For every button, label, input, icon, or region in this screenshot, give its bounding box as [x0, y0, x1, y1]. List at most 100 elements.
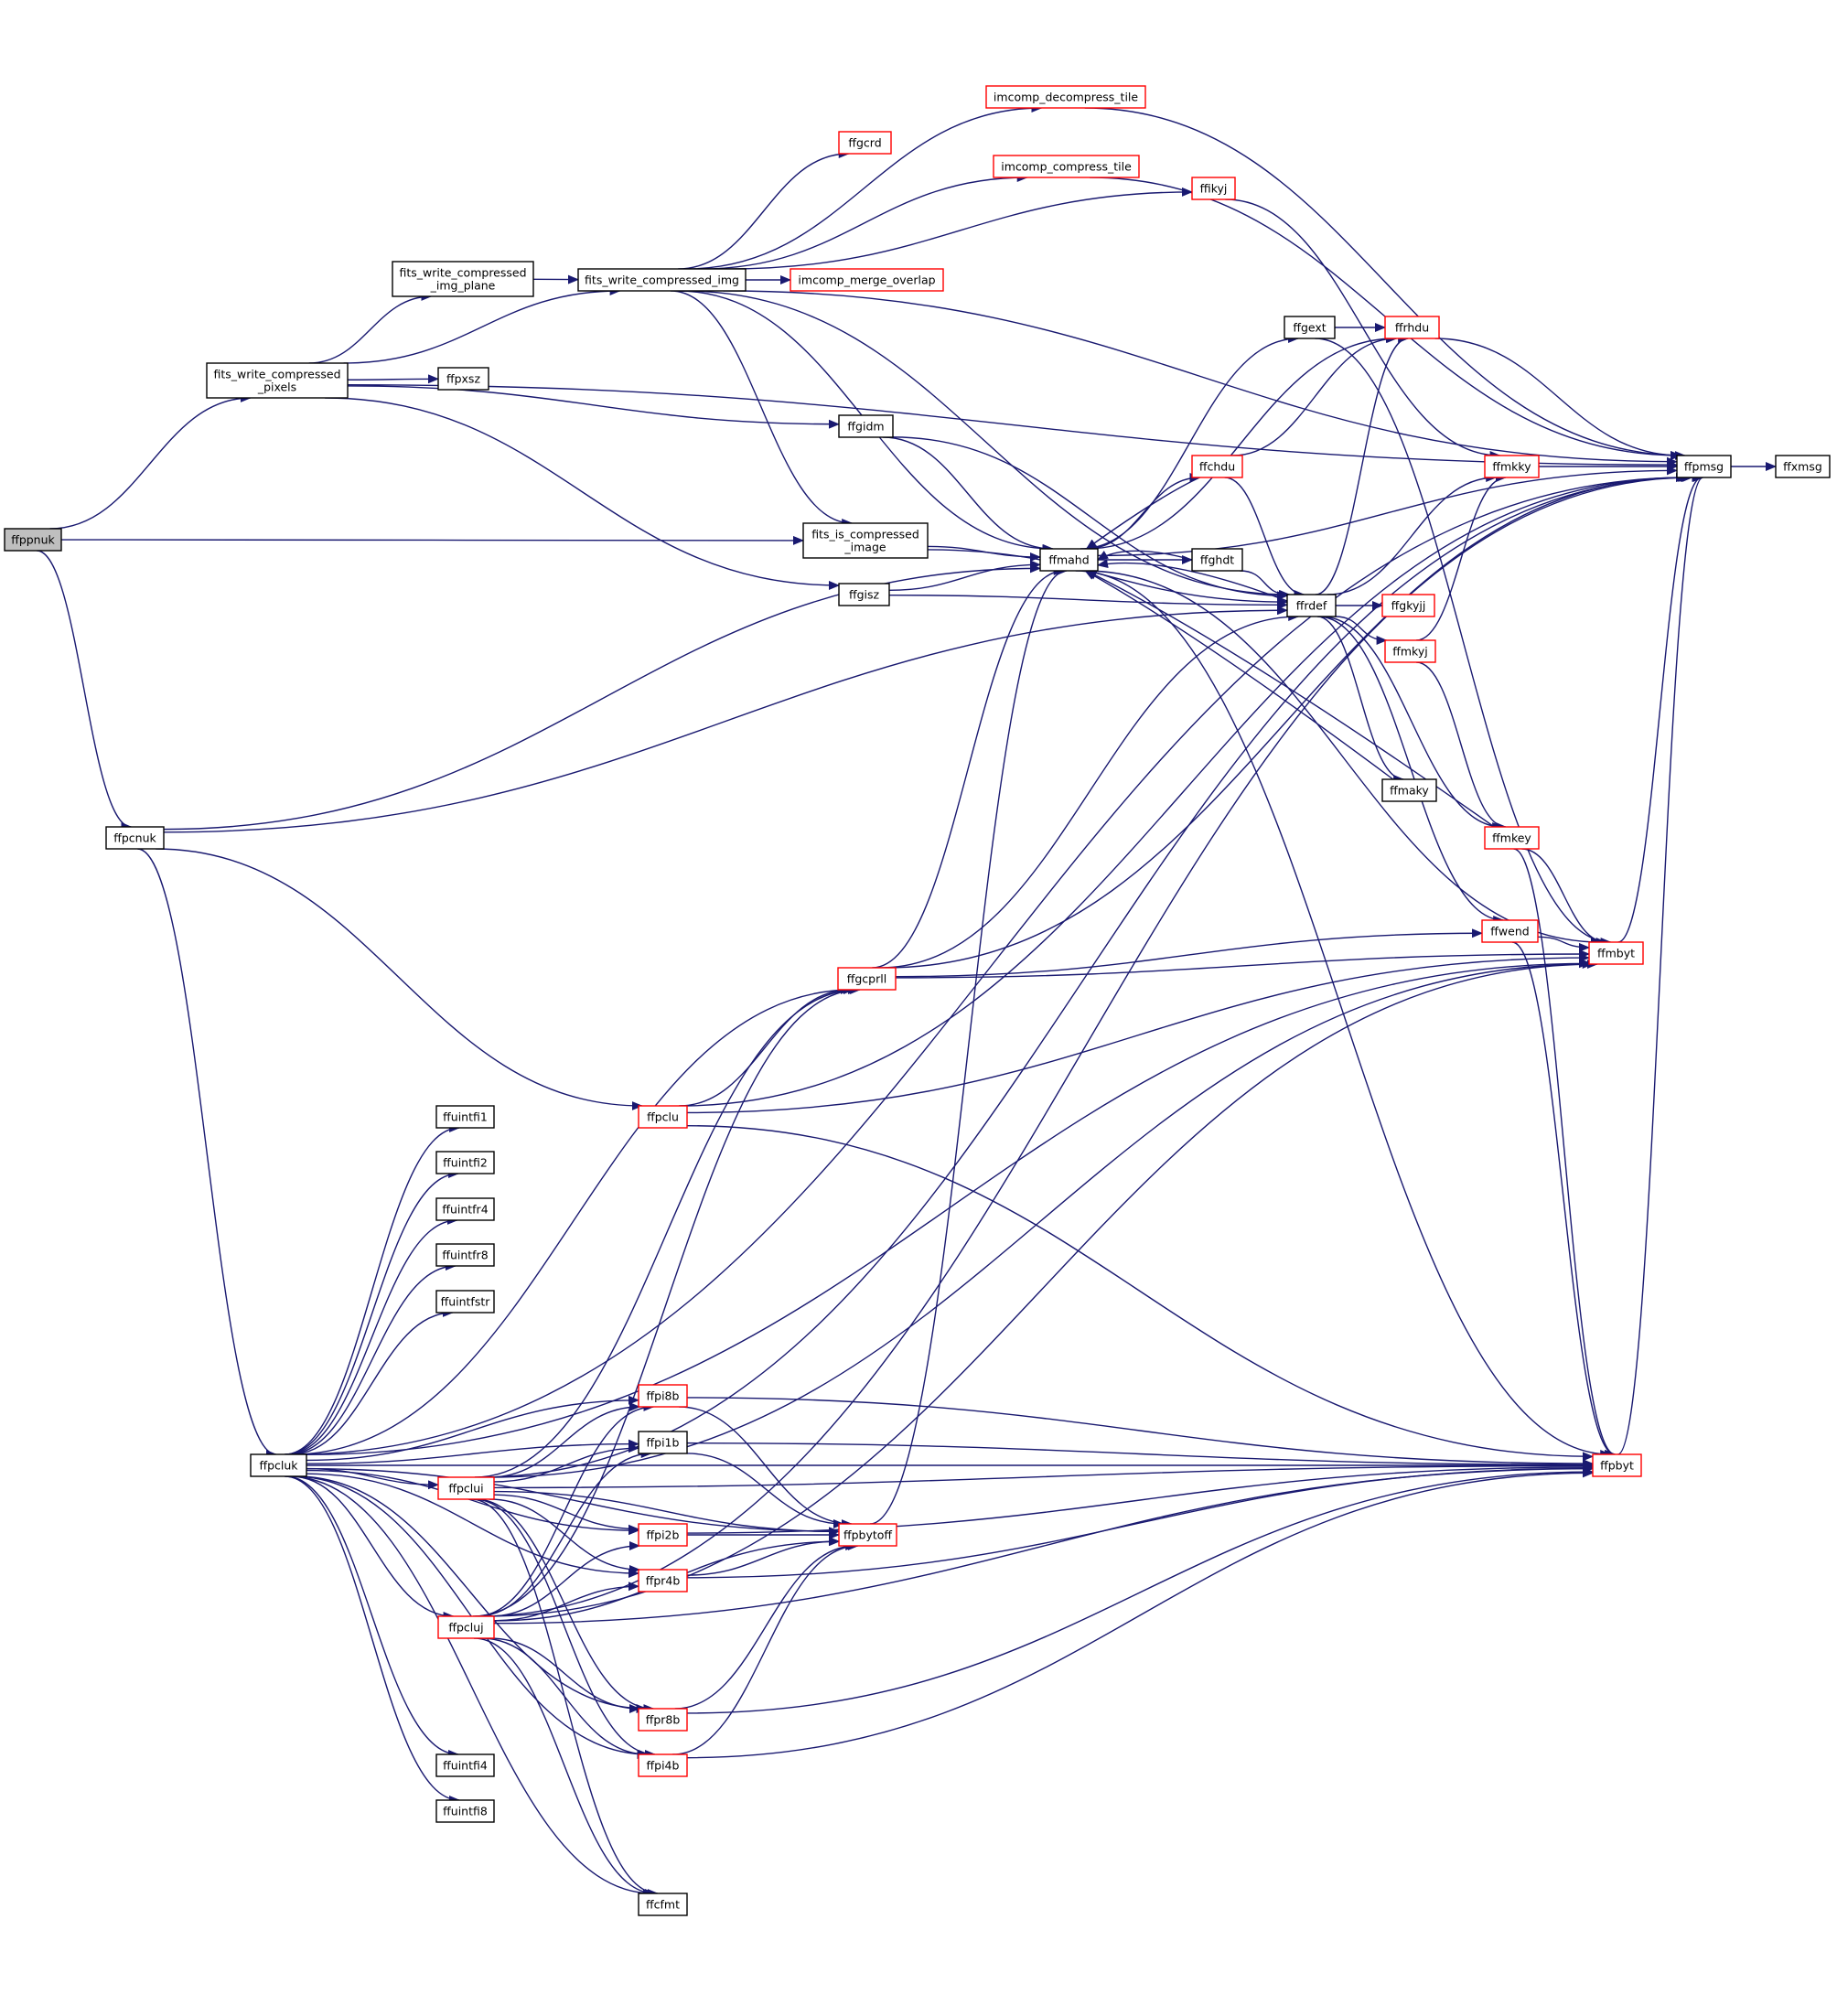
node-ffmkey[interactable]: ffmkey — [1484, 826, 1540, 850]
node-box[interactable] — [1484, 826, 1540, 850]
node-ffpcnuk[interactable]: ffpcnuk — [105, 826, 165, 850]
node-ffpcluj[interactable]: ffpcluj — [437, 1615, 495, 1639]
node-ffpi2b[interactable]: ffpi2b — [638, 1523, 688, 1547]
node-icmo[interactable]: imcomp_merge_overlap — [790, 268, 944, 292]
node-box[interactable] — [985, 85, 1146, 109]
node-box[interactable] — [437, 367, 489, 391]
node-ffgidm[interactable]: ffgidm — [838, 414, 894, 438]
node-ffpclu[interactable]: ffpclu — [638, 1105, 688, 1129]
node-box[interactable] — [993, 155, 1140, 178]
node-ffuintfr4[interactable]: ffuintfr4 — [435, 1197, 495, 1221]
node-box[interactable] — [1676, 455, 1732, 478]
node-box[interactable] — [638, 1384, 688, 1408]
node-box[interactable] — [437, 1476, 495, 1500]
node-ffghdt[interactable]: ffghdt — [1191, 548, 1243, 572]
node-ffpcluk[interactable]: ffpcluk — [250, 1453, 307, 1477]
node-ffchdu[interactable]: ffchdu — [1191, 455, 1243, 478]
node-ffcfmt[interactable]: ffcfmt — [638, 1893, 688, 1916]
node-ffmbyt[interactable]: ffmbyt — [1588, 941, 1644, 965]
node-box[interactable] — [1191, 455, 1243, 478]
node-ffmaky[interactable]: ffmaky — [1381, 778, 1437, 802]
node-ffmahd[interactable]: ffmahd — [1039, 548, 1099, 572]
node-box[interactable] — [435, 1290, 495, 1314]
node-fwcp[interactable]: fits_write_compressed_pixels — [206, 362, 349, 399]
node-ffgisz[interactable]: ffgisz — [838, 583, 890, 606]
node-fwcip[interactable]: fits_write_compressed_img_plane — [392, 261, 534, 297]
node-box[interactable] — [638, 1708, 688, 1732]
node-box[interactable] — [1191, 177, 1236, 200]
node-icct[interactable]: imcomp_compress_tile — [993, 155, 1140, 178]
node-ffuintfr8[interactable]: ffuintfr8 — [435, 1243, 495, 1267]
node-box[interactable] — [435, 1243, 495, 1267]
node-ffpmsg[interactable]: ffpmsg — [1676, 455, 1732, 478]
node-ffgcrd[interactable]: ffgcrd — [838, 131, 892, 155]
node-ffuintfi4[interactable]: ffuintfi4 — [435, 1753, 495, 1777]
node-ffpr4b[interactable]: ffpr4b — [638, 1569, 688, 1592]
node-box[interactable] — [1286, 594, 1337, 617]
node-box[interactable] — [838, 414, 894, 438]
node-ffmkyj[interactable]: ffmkyj — [1384, 639, 1436, 663]
node-box[interactable] — [206, 362, 349, 399]
node-ffrhdu[interactable]: ffrhdu — [1384, 316, 1440, 339]
node-box[interactable] — [838, 583, 890, 606]
node-ffpi8b[interactable]: ffpi8b — [638, 1384, 688, 1408]
node-box[interactable] — [802, 522, 929, 559]
node-icdt[interactable]: imcomp_decompress_tile — [985, 85, 1146, 109]
node-ffpclui[interactable]: ffpclui — [437, 1476, 495, 1500]
node-box[interactable] — [638, 1523, 688, 1547]
node-ffmkky[interactable]: ffmkky — [1484, 455, 1540, 478]
node-box[interactable] — [4, 528, 62, 552]
node-box[interactable] — [250, 1453, 307, 1477]
node-fici[interactable]: fits_is_compressed_image — [802, 522, 929, 559]
node-box[interactable] — [435, 1105, 495, 1129]
node-box[interactable] — [1588, 941, 1644, 965]
node-ffpi1b[interactable]: ffpi1b — [638, 1431, 688, 1454]
node-box[interactable] — [1381, 778, 1437, 802]
node-box[interactable] — [638, 1431, 688, 1454]
node-box[interactable] — [837, 967, 897, 991]
node-box[interactable] — [1384, 639, 1436, 663]
node-box[interactable] — [1284, 316, 1336, 339]
node-ffuintfi1[interactable]: ffuintfi1 — [435, 1105, 495, 1129]
node-box[interactable] — [638, 1893, 688, 1916]
node-box[interactable] — [1592, 1453, 1642, 1477]
node-ffppnuk[interactable]: ffppnuk — [4, 528, 62, 552]
node-ffrdef[interactable]: ffrdef — [1286, 594, 1337, 617]
node-box[interactable] — [638, 1105, 688, 1129]
node-box[interactable] — [790, 268, 944, 292]
node-ffpxsz[interactable]: ffpxsz — [437, 367, 489, 391]
node-box[interactable] — [1484, 455, 1540, 478]
node-ffpr8b[interactable]: ffpr8b — [638, 1708, 688, 1732]
node-box[interactable] — [435, 1197, 495, 1221]
node-ffuintfi8[interactable]: ffuintfi8 — [435, 1799, 495, 1823]
node-ffwend[interactable]: ffwend — [1481, 919, 1539, 943]
node-box[interactable] — [435, 1753, 495, 1777]
node-box[interactable] — [1191, 548, 1243, 572]
node-box[interactable] — [437, 1615, 495, 1639]
node-box[interactable] — [838, 131, 892, 155]
node-box[interactable] — [392, 261, 534, 297]
node-ffgext[interactable]: ffgext — [1284, 316, 1336, 339]
node-box[interactable] — [1039, 548, 1099, 572]
node-box[interactable] — [1384, 316, 1440, 339]
node-fwci[interactable]: fits_write_compressed_img — [577, 268, 747, 292]
node-ffpi4b[interactable]: ffpi4b — [638, 1753, 688, 1777]
node-box[interactable] — [1381, 594, 1435, 617]
node-box[interactable] — [577, 268, 747, 292]
node-ffxmsg[interactable]: ffxmsg — [1775, 455, 1831, 478]
node-ffgcprll[interactable]: ffgcprll — [837, 967, 897, 991]
node-ffgkyjj[interactable]: ffgkyjj — [1381, 594, 1435, 617]
node-ffuintfstr[interactable]: ffuintfstr — [435, 1290, 495, 1314]
node-ffuintfi2[interactable]: ffuintfi2 — [435, 1151, 495, 1174]
node-box[interactable] — [435, 1151, 495, 1174]
node-ffpbyt[interactable]: ffpbyt — [1592, 1453, 1642, 1477]
node-box[interactable] — [105, 826, 165, 850]
node-box[interactable] — [638, 1753, 688, 1777]
node-ffpbytoff[interactable]: ffpbytoff — [838, 1523, 897, 1547]
node-box[interactable] — [638, 1569, 688, 1592]
node-box[interactable] — [1775, 455, 1831, 478]
node-ffikyj[interactable]: ffikyj — [1191, 177, 1236, 200]
node-box[interactable] — [838, 1523, 897, 1547]
node-box[interactable] — [435, 1799, 495, 1823]
node-box[interactable] — [1481, 919, 1539, 943]
